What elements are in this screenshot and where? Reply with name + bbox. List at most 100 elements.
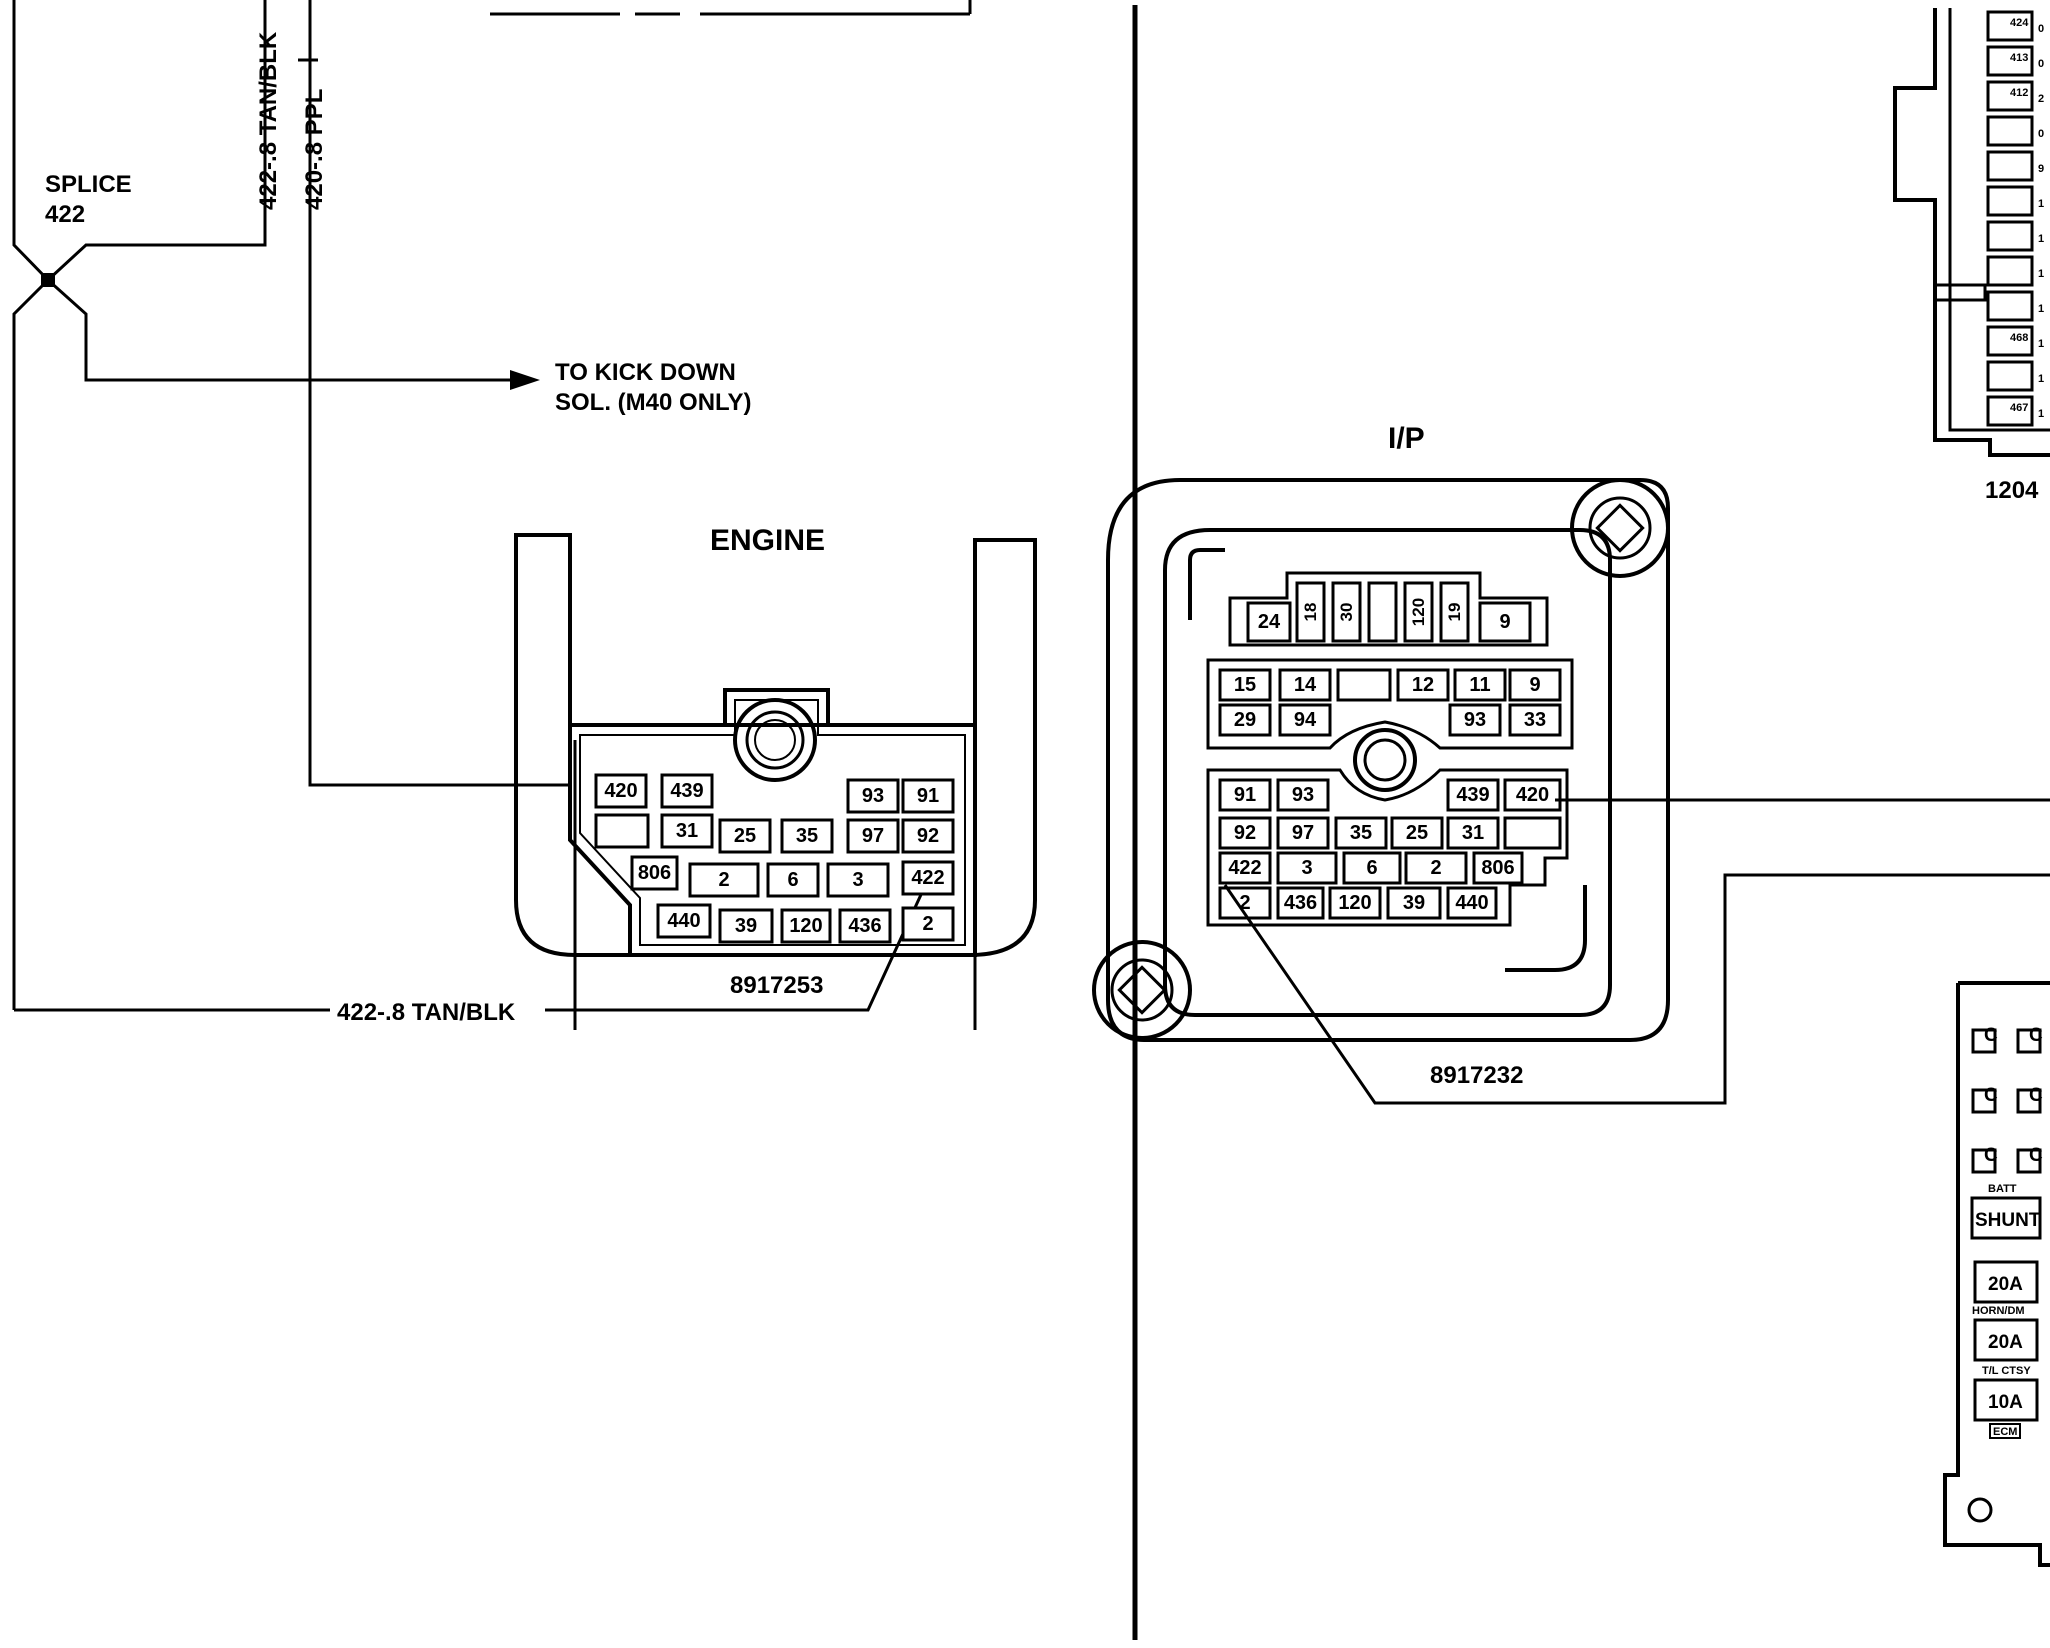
ip-pin-bottom-box [1334, 816, 1388, 850]
ip-pin-top-box [1246, 601, 1292, 643]
ip-pin-top-box [1367, 581, 1398, 643]
fuse-ecm-label: ECM [1993, 1426, 2017, 1438]
fuse-cavity: 467 [2010, 402, 2028, 414]
ip-pin-bottom: 3 [1301, 857, 1312, 879]
ip-pin-bottom: 25 [1406, 822, 1428, 844]
fuse-cavity: 468 [2010, 332, 2028, 344]
fuse-edge-mark: 0 [2038, 58, 2044, 70]
ip-pin-bottom: 91 [1234, 784, 1256, 806]
fuse-cavity-box [1986, 10, 2034, 42]
ip-pin-bottom-box [1276, 816, 1330, 850]
fuse-cavity: 424 [2010, 17, 2029, 29]
ip-pin-bottom-box [1446, 778, 1500, 812]
fuse-cavity-box [1986, 115, 2034, 147]
ip-pin-top: 24 [1258, 611, 1281, 633]
ip-pin-bottom: 420 [1516, 784, 1549, 806]
ip-pin-top-box [1403, 581, 1434, 643]
ip-pin-bottom: 2 [1239, 892, 1250, 914]
ip-pin-bottom: 422 [1228, 857, 1261, 879]
relay-mark: C [2029, 1145, 2043, 1166]
ip-pin-bottom-box [1404, 851, 1468, 885]
engine-pin: 39 [735, 915, 757, 937]
ip-pin-bottom-box [1503, 816, 1562, 850]
relay-mark-box [1971, 1148, 1997, 1174]
relay-mark: C [2029, 1085, 2043, 1106]
fuse-20a-tl: 20A [1988, 1332, 2023, 1353]
fuse-edge-mark: 0 [2038, 23, 2044, 35]
engine-pin: 3 [852, 869, 863, 891]
ip-pin-middle: 11 [1469, 674, 1490, 696]
engine-pin-box [901, 860, 955, 896]
engine-pin: 436 [848, 915, 881, 937]
fuse-edge-mark: 0 [2038, 128, 2044, 140]
relay-mark: C [1984, 1025, 1998, 1046]
engine-pin-box [594, 813, 650, 849]
engine-pin-box [656, 903, 712, 939]
engine-pin-box [660, 773, 714, 809]
relay-mark-box [2016, 1148, 2042, 1174]
engine-pin-box [594, 773, 648, 809]
kick-down-label-1: TO KICK DOWN [555, 359, 736, 386]
ip-pin-middle: 93 [1464, 709, 1486, 731]
engine-pin: 31 [676, 820, 698, 842]
fuse-20a-horn: 20A [1988, 1274, 2023, 1295]
relay-mark: C [1984, 1145, 1998, 1166]
fuse-edge-mark: 1 [2038, 408, 2044, 420]
ip-pin-middle: 12 [1412, 674, 1434, 696]
splice-title: SPLICE [45, 171, 132, 198]
fuse-10a-ecm: 10A [1988, 1392, 2023, 1413]
wire-kick-down [46, 278, 520, 382]
ip-pin-middle-box [1278, 668, 1332, 702]
wire-ip-to-fuse [1223, 873, 2050, 1105]
ip-pin-middle-box [1336, 668, 1392, 702]
engine-connector-body [514, 533, 1037, 957]
engine-pin-box [630, 855, 679, 891]
ip-pin-bottom: 93 [1292, 784, 1314, 806]
engine-pin-box [780, 818, 834, 854]
engine-title: ENGINE [710, 524, 825, 557]
ip-pin-middle: 9 [1529, 674, 1540, 696]
engine-pin: 25 [734, 825, 756, 847]
fuse-edge-mark: 2 [2038, 93, 2044, 105]
fuse-tl-label: T/L CTSY [1982, 1365, 2031, 1377]
engine-pin: 91 [917, 785, 939, 807]
engine-pin: 439 [670, 780, 703, 802]
engine-pin-box [718, 818, 772, 854]
wire-422-upper-branch [46, 0, 267, 282]
wire-422-vertical [12, 0, 51, 1010]
ip-pin-middle-box [1508, 703, 1562, 737]
ip-pin-middle: 29 [1234, 709, 1256, 731]
fuse-cavity-box [1986, 255, 2034, 287]
ip-connector-inner [1163, 528, 1612, 1017]
relay-mark-box [1971, 1088, 1997, 1114]
relay-mark-box [1971, 1028, 1997, 1054]
fuse-block-part: 1204 [1985, 477, 2039, 504]
fuse-cavity-box [1986, 325, 2034, 357]
ip-pin-middle-box [1396, 668, 1450, 702]
ip-pin-bottom: 436 [1284, 892, 1317, 914]
engine-pin-box [660, 813, 714, 849]
ip-pin-bottom-box [1276, 778, 1330, 812]
engine-pin-box [780, 908, 832, 944]
ip-pin-bottom-box [1446, 816, 1500, 850]
ip-pin-bottom: 2 [1430, 857, 1441, 879]
ip-pin-top-box [1295, 581, 1326, 643]
ip-pin-top: 18 [1301, 603, 1320, 622]
wire-422-top-label: 422-.8 TAN/BLK [255, 31, 282, 210]
engine-pin: 97 [862, 825, 884, 847]
fuse-horn-label: HORN/DM [1972, 1305, 2025, 1317]
ip-pin-bottom-box [1390, 816, 1444, 850]
fuse-edge-mark: 1 [2038, 233, 2044, 245]
engine-connector-face [568, 688, 977, 957]
ip-pin-bottom-box [1386, 886, 1442, 920]
engine-pin: 120 [789, 915, 822, 937]
fuse-cavity-box [1986, 45, 2034, 77]
ip-pin-bottom: 120 [1338, 892, 1371, 914]
ip-pin-top-box [1478, 601, 1532, 643]
fuse-cavity-box [1986, 395, 2034, 427]
